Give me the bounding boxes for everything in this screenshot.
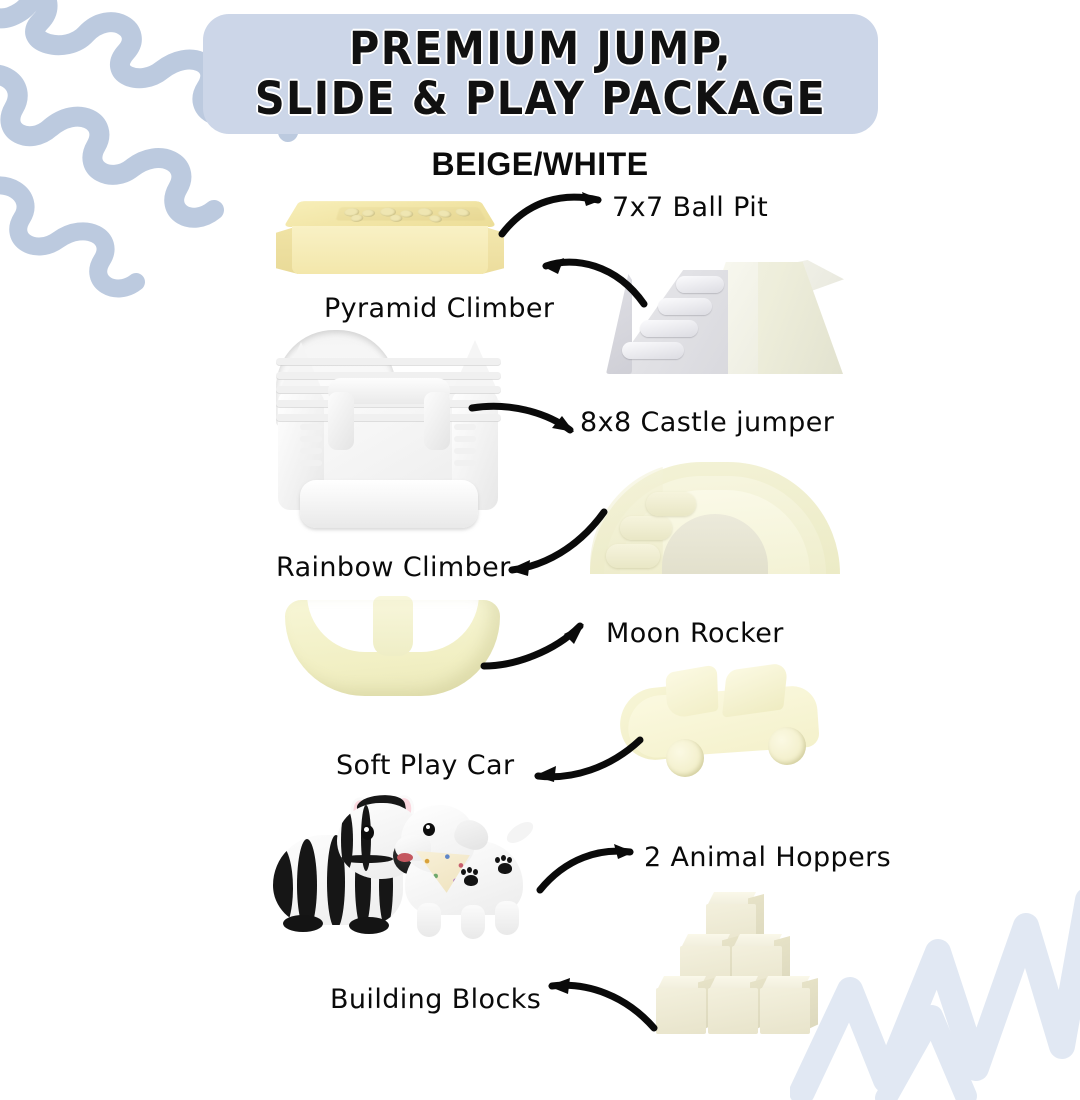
dog-paw-print-2 bbox=[495, 855, 515, 874]
label-ball-pit: 7x7 Ball Pit bbox=[612, 192, 769, 223]
label-moon-rocker: Moon Rocker bbox=[606, 618, 784, 649]
dog-eye bbox=[423, 823, 435, 836]
color-variant-subtitle: BEIGE/WHITE bbox=[431, 146, 649, 182]
arrow-to-building-blocks bbox=[548, 978, 658, 1032]
moon-rocker-rim bbox=[285, 600, 500, 696]
dog-leg-mid bbox=[461, 905, 485, 939]
car-seat-back bbox=[665, 664, 719, 720]
pyramid-climber-art bbox=[600, 258, 848, 378]
animal-hoppers-art bbox=[265, 790, 537, 945]
pyramid-stair-edge bbox=[606, 274, 632, 374]
castle-spire-right bbox=[452, 340, 498, 392]
soft-play-car-art bbox=[616, 662, 835, 785]
rainbow-climber-art bbox=[590, 462, 840, 580]
moon-rocker-art bbox=[285, 594, 500, 700]
castle-post-right bbox=[424, 392, 450, 450]
ball-pit-top bbox=[283, 201, 497, 227]
castle-front-platform bbox=[300, 480, 478, 528]
arrow-to-animal-hoppers bbox=[536, 844, 634, 894]
title-line-2: SLIDE & PLAY PACKAGE bbox=[254, 72, 827, 125]
title-line-1: PREMIUM JUMP, bbox=[349, 22, 732, 75]
zebra-foot-left bbox=[283, 915, 323, 932]
zebra-eye bbox=[361, 825, 374, 840]
label-pyramid-climber: Pyramid Climber bbox=[324, 293, 555, 324]
moon-rocker-divider bbox=[373, 596, 413, 656]
arrow-to-ball-pit bbox=[498, 192, 602, 238]
label-rainbow-climber: Rainbow Climber bbox=[276, 552, 511, 583]
zebra-foot-right bbox=[349, 917, 389, 934]
label-animal-hoppers: 2 Animal Hoppers bbox=[644, 842, 892, 873]
car-wheel-rear bbox=[768, 727, 806, 765]
car-windshield bbox=[721, 662, 789, 718]
building-blocks-art bbox=[656, 892, 842, 1034]
title-banner: PREMIUM JUMP, SLIDE & PLAY PACKAGE bbox=[203, 14, 878, 134]
dog-leg-rear bbox=[495, 901, 519, 935]
label-soft-play-car: Soft Play Car bbox=[336, 750, 515, 781]
castle-spire-left bbox=[278, 342, 324, 394]
ball-pit-art bbox=[272, 190, 507, 285]
ball-pit-front-wall bbox=[292, 226, 488, 274]
castle-post-left bbox=[328, 392, 354, 450]
block-bottom-mid bbox=[708, 976, 766, 1034]
castle-jumper-art bbox=[276, 330, 501, 545]
dog-leg-front bbox=[417, 903, 441, 937]
dog-nose bbox=[397, 853, 413, 862]
label-building-blocks: Building Blocks bbox=[330, 984, 542, 1015]
car-wheel-front bbox=[666, 739, 704, 777]
block-bottom-right bbox=[760, 976, 818, 1034]
dog-paw-print-1 bbox=[461, 867, 481, 886]
block-bottom-left bbox=[656, 976, 714, 1034]
dog-tail bbox=[503, 817, 537, 848]
page-title: PREMIUM JUMP, SLIDE & PLAY PACKAGE bbox=[255, 24, 826, 124]
label-castle-jumper: 8x8 Castle jumper bbox=[580, 407, 835, 438]
